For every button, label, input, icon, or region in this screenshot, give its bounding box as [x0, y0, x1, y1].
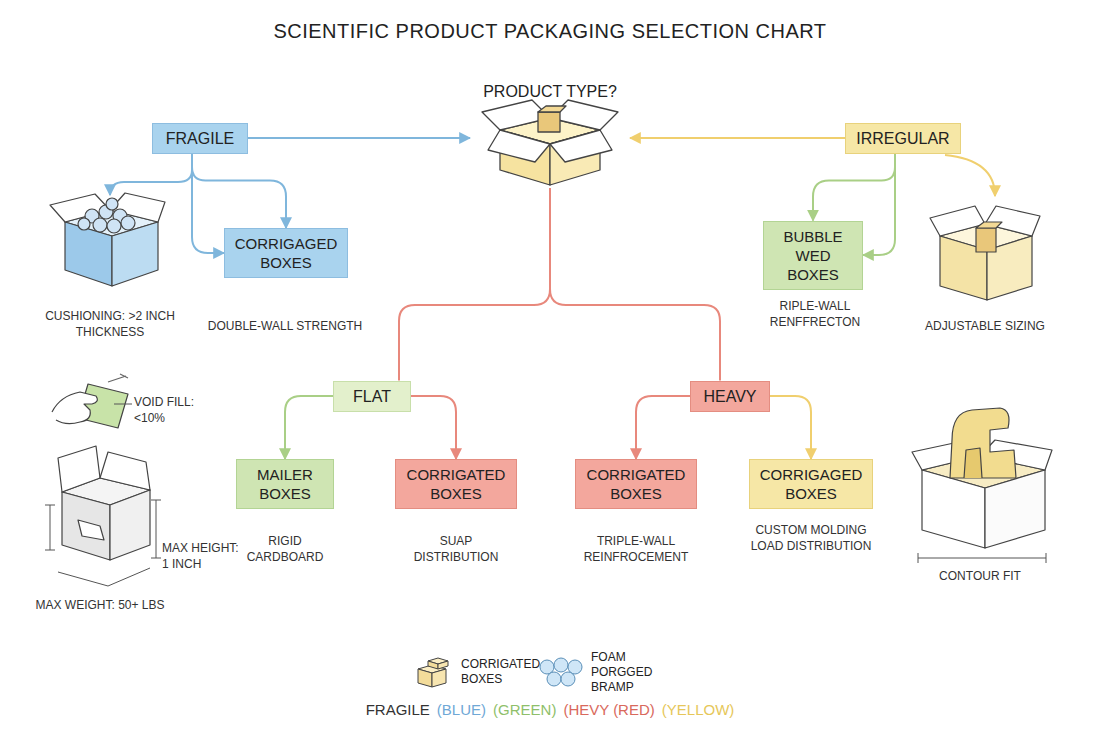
category-box: IRREGULAR: [845, 123, 961, 154]
category-box: FRAGILE: [152, 123, 248, 154]
center-box: [482, 100, 618, 185]
legend-row: CORRIGATED BOXES FOAM PORGGED BRAMP: [0, 654, 1100, 690]
note-label: CUSHIONING: >2 INCH THICKNESS: [40, 308, 180, 340]
foam-icon: [538, 655, 584, 689]
note-label: RIPLE-WALL RENFFRECTON: [759, 298, 871, 330]
contour-fit-box: [912, 408, 1052, 548]
note-label: RIGID CARDBOARD: [237, 533, 333, 565]
node-label: CORRIGATED BOXES: [584, 465, 688, 503]
connector-arrow: [248, 137, 470, 139]
chart-title: SCIENTIFIC PRODUCT PACKAGING SELECTION C…: [0, 20, 1100, 43]
node-label: BUBBLE WED BOXES: [772, 227, 854, 284]
note-label: MAX WEIGHT: 50+ LBS: [15, 597, 185, 613]
note-label: ADJUSTABLE SIZING: [910, 318, 1060, 334]
node-label: CORRIGAGED BOXES: [758, 465, 864, 503]
color-key-text: (HEVY (RED): [563, 701, 654, 718]
connector-arrow: [863, 154, 895, 256]
connector-arrow: [192, 154, 224, 254]
connector-arrow: [192, 154, 286, 229]
category-box: HEAVY: [690, 381, 770, 412]
cushion-box: [50, 193, 165, 286]
node-label: IRREGULAR: [854, 129, 952, 148]
category-box: FLAT: [333, 381, 411, 412]
connector-arrow: [399, 188, 550, 381]
node-label: CORRIGAGED BOXES: [233, 234, 339, 272]
color-key-row: FRAGILE (BLUE) (GREEN) (HEVY (RED) (YELLOW): [0, 698, 1100, 720]
packaging-box: CORRIGATED BOXES: [575, 459, 697, 509]
adjustable-box: [930, 206, 1040, 300]
connector-arrow: [285, 396, 333, 459]
packaging-box: CORRIGATED BOXES: [395, 459, 517, 509]
hand-card: [52, 374, 128, 428]
note-label: DOUBLE-WALL STRENGTH: [185, 318, 385, 334]
dimension-lines: [45, 404, 161, 586]
note-label: MAX HEIGHT: 1 INCH: [162, 540, 244, 572]
note-label: CUSTOM MOLDING LOAD DISTRIBUTION: [750, 522, 872, 554]
connector-arrow: [550, 188, 720, 381]
color-key-text: (BLUE): [437, 701, 486, 718]
color-key-text: FRAGILE: [366, 701, 430, 718]
flat-box: [58, 446, 150, 560]
legend-label: CORRIGATED BOXES: [461, 657, 531, 687]
node-label: PRODUCT TYPE?: [479, 82, 621, 101]
note-label: CONTOUR FIT: [915, 568, 1045, 584]
connector-arrow: [630, 137, 845, 139]
dimension-line: [918, 553, 1046, 563]
packaging-box: CORRIGAGED BOXES: [749, 459, 873, 509]
node-label: CORRIGATED BOXES: [404, 465, 508, 503]
question-node: PRODUCT TYPE?: [470, 76, 630, 188]
note-label: VOID FILL: <10%: [134, 394, 200, 426]
adjust-arrow: [945, 155, 995, 196]
packaging-box: BUBBLE WED BOXES: [763, 221, 863, 290]
connector-arrow: [411, 396, 456, 459]
color-key-text: (GREEN): [493, 701, 556, 718]
node-label: HEAVY: [699, 387, 761, 406]
connector-arrow: [813, 154, 895, 221]
box-icon: [414, 655, 454, 689]
connector-arrow: [636, 396, 690, 459]
connector-arrow: [770, 396, 811, 459]
cushion-arrow: [110, 170, 192, 195]
legend-label: FOAM PORGGED BRAMP: [591, 650, 686, 695]
node-label: FRAGILE: [161, 129, 239, 148]
note-label: TRIPLE-WALL REINFROCEMENT: [576, 533, 696, 565]
node-label: MAILER BOXES: [245, 465, 325, 503]
packaging-box: MAILER BOXES: [236, 459, 334, 509]
packaging-box: CORRIGAGED BOXES: [224, 228, 348, 278]
color-key-text: (YELLOW): [662, 701, 735, 718]
node-label: FLAT: [342, 387, 402, 406]
note-label: SUAP DISTRIBUTION: [398, 533, 514, 565]
